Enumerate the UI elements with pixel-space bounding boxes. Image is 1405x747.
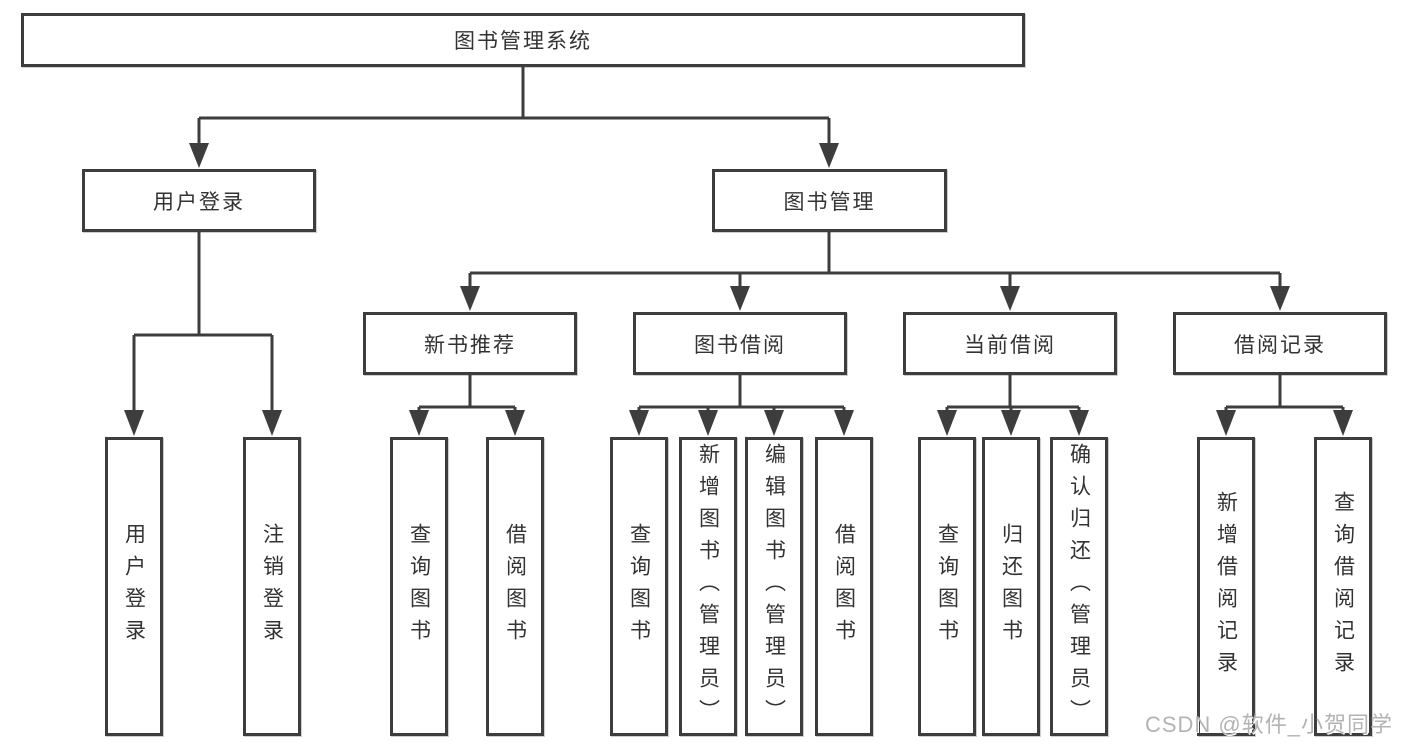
node-label: 新书推荐 [424, 333, 516, 357]
node-new-book-recommend: 新书推荐 [363, 312, 577, 375]
node-label: 借阅记录 [1234, 333, 1326, 357]
leaf-query-books-recommend: 查询图书 [390, 437, 448, 736]
leaf-query-books-current: 查询图书 [918, 437, 976, 736]
node-root-label: 图书管理系统 [454, 30, 592, 53]
leaf-label: 归还图书 [999, 522, 1023, 651]
leaf-label: 借阅图书 [503, 522, 527, 651]
leaf-add-books-admin: 新增图书（管理员） [679, 437, 737, 736]
leaf-label: 查询借阅记录 [1331, 490, 1355, 683]
leaf-label: 借阅图书 [832, 522, 856, 651]
node-label: 图书借阅 [694, 333, 786, 357]
leaf-query-borrow-record: 查询借阅记录 [1314, 437, 1372, 736]
leaf-confirm-return-admin: 确认归还（管理员） [1050, 437, 1108, 736]
leaf-logout: 注销登录 [243, 437, 301, 736]
node-label: 当前借阅 [964, 333, 1056, 357]
leaf-edit-books-admin: 编辑图书（管理员） [745, 437, 803, 736]
leaf-label: 注销登录 [260, 522, 284, 651]
leaf-label: 查询图书 [627, 522, 651, 651]
node-label: 图书管理 [783, 190, 876, 214]
node-book-borrow: 图书借阅 [633, 312, 847, 375]
leaf-add-borrow-record: 新增借阅记录 [1197, 437, 1255, 736]
leaf-borrow-books-recommend: 借阅图书 [486, 437, 544, 736]
leaf-label: 编辑图书（管理员） [762, 442, 786, 731]
leaf-label: 查询图书 [407, 522, 431, 651]
leaf-label: 新增图书（管理员） [696, 442, 720, 731]
node-book-management-branch: 图书管理 [712, 169, 947, 232]
leaf-label: 新增借阅记录 [1214, 490, 1238, 683]
leaf-user-login: 用户登录 [105, 437, 163, 736]
leaf-return-books: 归还图书 [982, 437, 1040, 736]
leaf-borrow-books: 借阅图书 [815, 437, 873, 736]
leaf-query-books-borrow: 查询图书 [610, 437, 668, 736]
node-user-login-branch: 用户登录 [82, 169, 316, 232]
node-label: 用户登录 [153, 190, 245, 214]
node-current-borrow: 当前借阅 [903, 312, 1117, 375]
node-root-system: 图书管理系统 [21, 13, 1025, 67]
leaf-label: 用户登录 [122, 522, 146, 651]
csdn-watermark: CSDN @软件_小贺同学 [1144, 712, 1393, 737]
leaf-label: 查询图书 [935, 522, 959, 651]
node-borrow-records: 借阅记录 [1173, 312, 1387, 375]
leaf-label: 确认归还（管理员） [1067, 442, 1091, 731]
